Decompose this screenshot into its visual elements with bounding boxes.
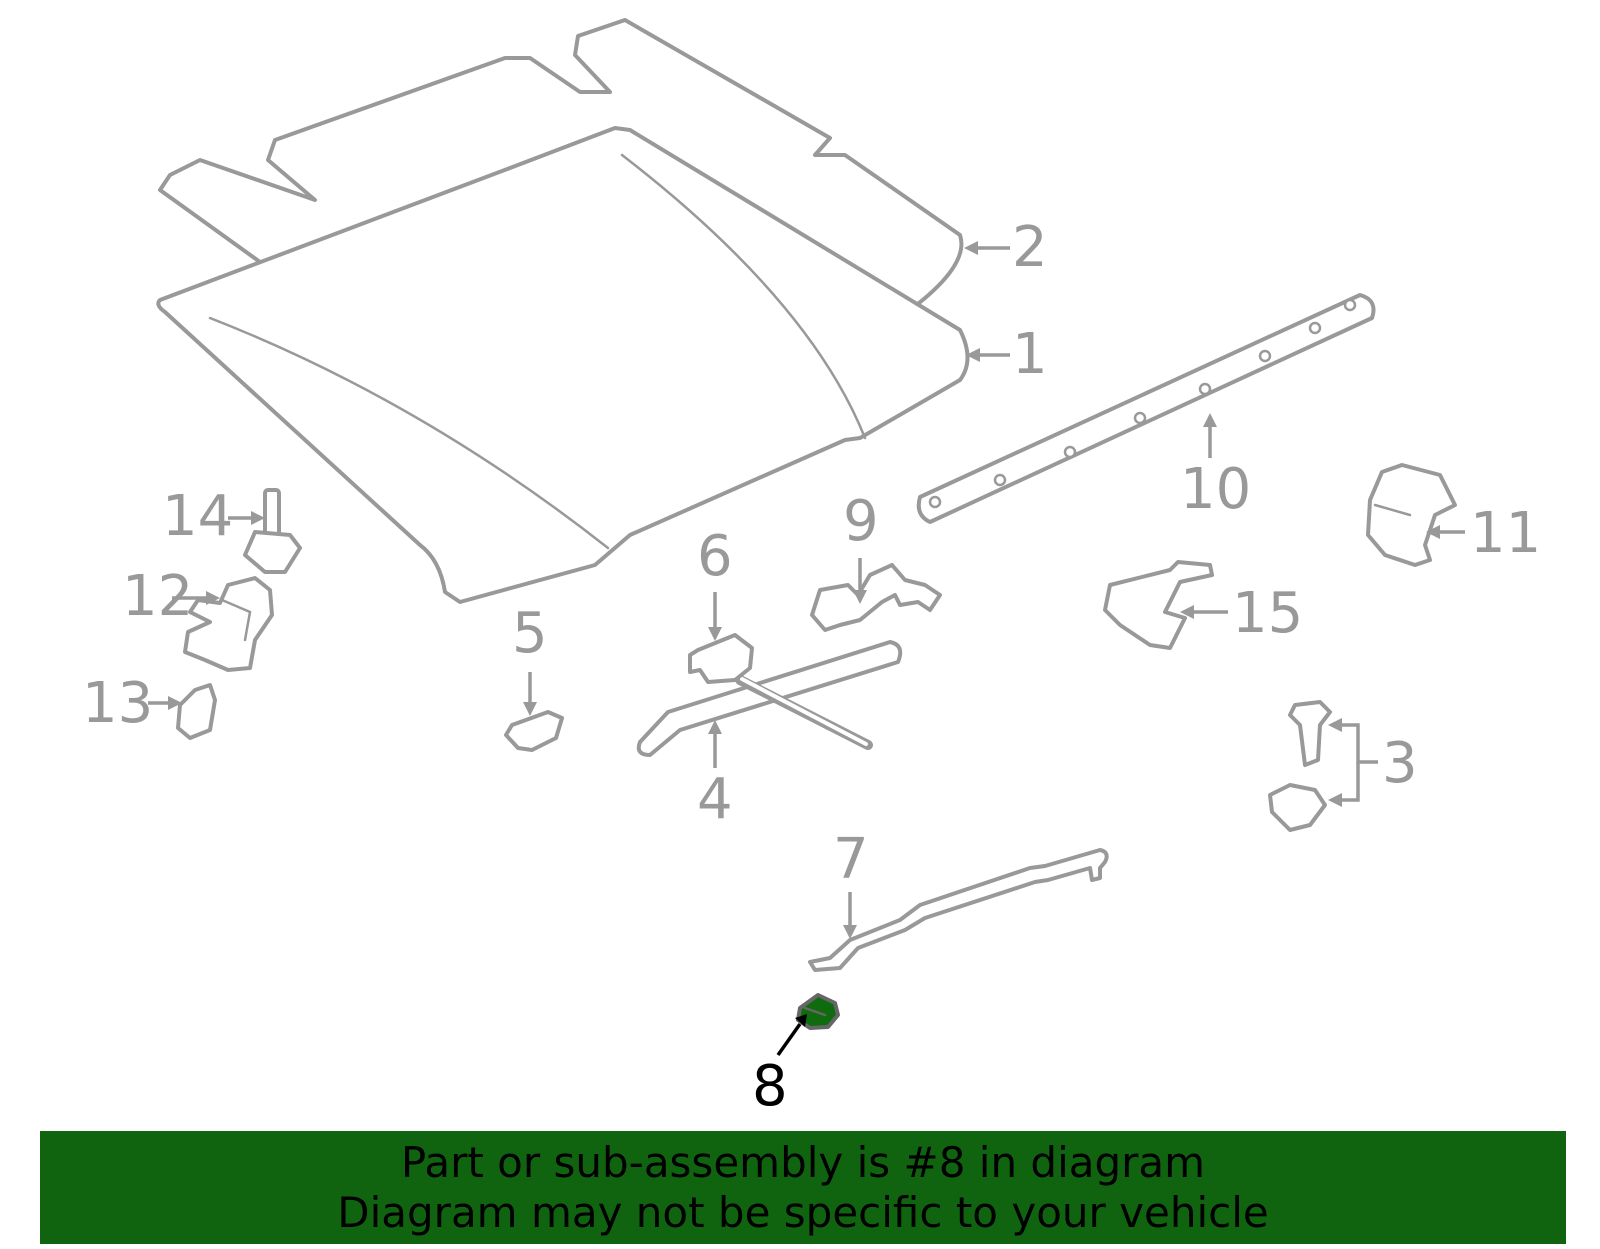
leader-lines — [148, 241, 1465, 1057]
callout-12[interactable]: 12 — [122, 564, 193, 629]
callout-15[interactable]: 15 — [1232, 581, 1303, 646]
part-5-bumper[interactable] — [504, 710, 564, 752]
part-15-cable-bracket[interactable] — [1103, 560, 1214, 650]
callout-9[interactable]: 9 — [843, 489, 879, 554]
banner-line-2: Diagram may not be specific to your vehi… — [337, 1187, 1269, 1237]
part-8-clip-highlighted[interactable] — [796, 993, 840, 1030]
callout-13[interactable]: 13 — [82, 671, 153, 736]
callout-4[interactable]: 4 — [697, 767, 733, 832]
part-1-hood[interactable] — [156, 126, 970, 604]
callout-10[interactable]: 10 — [1180, 457, 1251, 522]
callout-1[interactable]: 1 — [1012, 322, 1048, 387]
callout-labels: 2 1 10 11 9 6 14 12 13 5 15 4 3 7 8 — [82, 215, 1541, 1119]
callout-7[interactable]: 7 — [833, 827, 869, 892]
callout-14[interactable]: 14 — [162, 484, 233, 549]
callout-2[interactable]: 2 — [1012, 215, 1048, 280]
callout-11[interactable]: 11 — [1470, 501, 1541, 566]
info-banner: Part or sub-assembly is #8 in diagram Di… — [40, 1131, 1566, 1244]
callout-5[interactable]: 5 — [512, 601, 548, 666]
part-10-seal-strip[interactable] — [916, 293, 1376, 524]
part-14-bolt[interactable] — [243, 488, 302, 574]
callout-8-highlighted[interactable]: 8 — [752, 1054, 788, 1119]
part-11-hinge[interactable] — [1366, 463, 1457, 567]
part-3-fastener[interactable] — [1268, 700, 1332, 832]
part-6-holder[interactable] — [688, 633, 873, 750]
part-7-release-cable[interactable] — [808, 848, 1109, 972]
part-13-clip[interactable] — [176, 683, 217, 740]
banner-line-1: Part or sub-assembly is #8 in diagram — [400, 1137, 1206, 1187]
callout-6[interactable]: 6 — [697, 524, 733, 589]
part-9-bracket[interactable] — [810, 563, 942, 632]
part-12-latch[interactable] — [183, 576, 274, 672]
callout-3[interactable]: 3 — [1382, 731, 1418, 796]
